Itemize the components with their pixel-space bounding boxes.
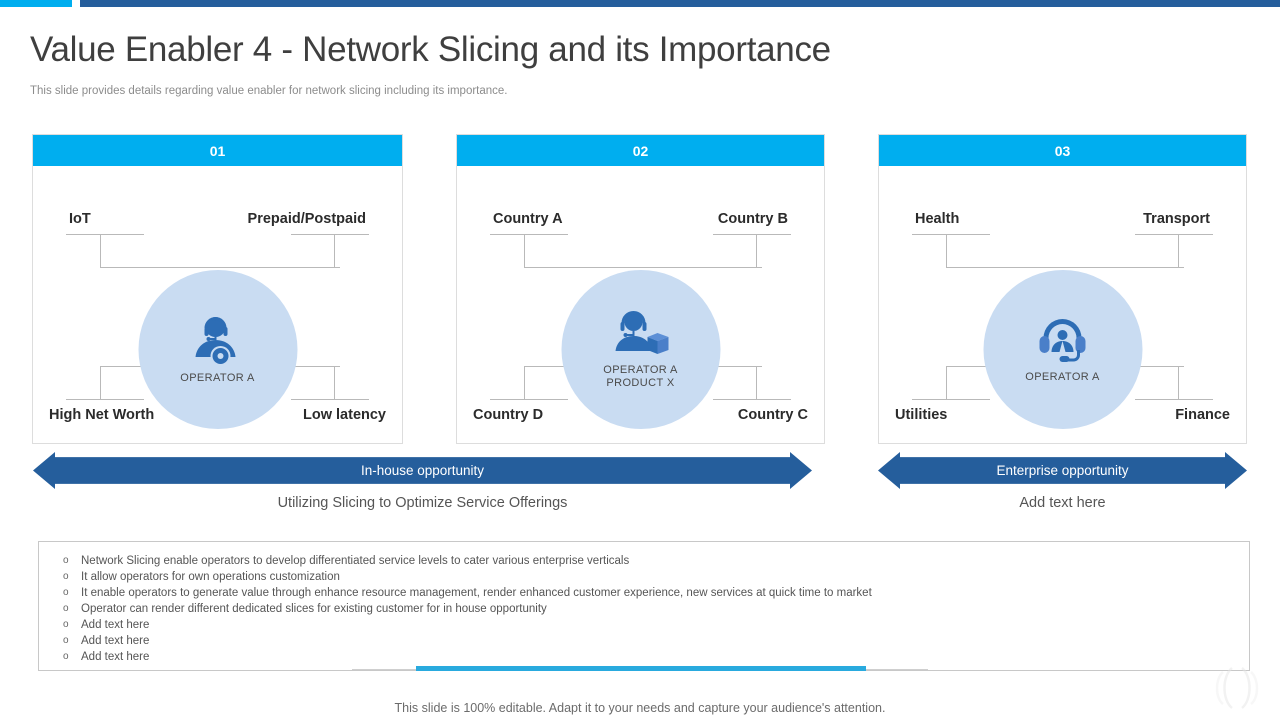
bullet-text: Add text here: [81, 619, 150, 631]
operator-product-icon: [612, 309, 670, 359]
list-item: o Operator can render different dedicate…: [63, 601, 1233, 617]
card-02-center-label-line2: PRODUCT X: [606, 377, 675, 389]
card-02[interactable]: 02 Country A Country B Country D Country…: [456, 134, 825, 444]
connector: [490, 234, 568, 235]
card-01-center-label: OPERATOR A: [180, 371, 255, 384]
card-02-label-bottom-left: Country D: [473, 407, 544, 423]
connector: [1135, 399, 1213, 400]
card-03-number: 03: [879, 135, 1246, 166]
top-accent-blue: [80, 0, 1280, 7]
headset-support-icon: [1035, 316, 1091, 366]
connector: [100, 367, 101, 400]
card-01-body: IoT Prepaid/Postpaid High Net Worth Low …: [33, 166, 402, 444]
connector: [334, 367, 335, 400]
banner-in-house-opportunity[interactable]: In-house opportunity: [33, 452, 812, 489]
list-item: o Network Slicing enable operators to de…: [63, 553, 1233, 569]
connector: [912, 399, 990, 400]
card-02-label-top-left: Country A: [493, 211, 563, 227]
connector: [1178, 367, 1179, 400]
bullet-text: Add text here: [81, 651, 150, 663]
page-subtitle: This slide provides details regarding va…: [30, 85, 508, 97]
connector: [291, 234, 369, 235]
connector: [756, 367, 757, 400]
card-02-center-label-line1: OPERATOR A: [603, 364, 678, 376]
card-02-center-circle: OPERATOR A PRODUCT X: [561, 270, 720, 429]
bullet-text: Network Slicing enable operators to deve…: [81, 555, 630, 567]
card-01-number: 01: [33, 135, 402, 166]
connector: [66, 234, 144, 235]
bullet-list-box: o Network Slicing enable operators to de…: [38, 541, 1250, 671]
connector: [756, 234, 757, 267]
card-01[interactable]: 01 IoT Prepaid/Postpaid High Net Worth L…: [32, 134, 403, 444]
card-03-label-top-left: Health: [915, 211, 960, 227]
connector: [946, 234, 947, 267]
operator-gear-icon: [191, 315, 245, 367]
connector: [1135, 234, 1213, 235]
connector: [1178, 234, 1179, 267]
bullet-marker: o: [63, 587, 69, 598]
banner-enterprise-opportunity[interactable]: Enterprise opportunity: [878, 452, 1247, 489]
card-01-label-bottom-left: High Net Worth: [49, 407, 155, 423]
list-item: o It enable operators to generate value …: [63, 585, 1233, 601]
connector: [524, 234, 525, 267]
connector: [713, 234, 791, 235]
card-03-label-top-right: Transport: [1143, 211, 1210, 227]
connector: [524, 267, 762, 268]
connector: [490, 399, 568, 400]
list-item: o Add text here: [63, 633, 1233, 649]
card-03-center-circle: OPERATOR A: [983, 270, 1142, 429]
banner-in-house-label: In-house opportunity: [360, 463, 485, 478]
card-02-label-top-right: Country B: [717, 211, 788, 227]
bullet-marker: o: [63, 555, 69, 566]
connector: [524, 367, 525, 400]
card-03-label-bottom-left: Utilities: [895, 407, 948, 423]
card-02-number: 02: [457, 135, 824, 166]
card-01-center-circle: OPERATOR A: [138, 270, 297, 429]
card-02-center-label: OPERATOR A PRODUCT X: [603, 364, 678, 390]
bullet-text: It enable operators to generate value th…: [81, 587, 872, 599]
footer-accent-bar: [416, 666, 866, 671]
banner-in-house-caption: Utilizing Slicing to Optimize Service Of…: [277, 495, 568, 511]
card-03-center-label: OPERATOR A: [1025, 370, 1100, 383]
card-02-body: Country A Country B Country D Country C: [457, 166, 824, 444]
bullet-marker: o: [63, 651, 69, 662]
card-03[interactable]: 03 Health Transport Utilities Finance: [878, 134, 1247, 444]
bullet-marker: o: [63, 603, 69, 614]
bullet-marker: o: [63, 571, 69, 582]
connector: [713, 399, 791, 400]
bullet-marker: o: [63, 619, 69, 630]
top-accent-cyan: [0, 0, 72, 7]
card-01-label-bottom-right: Low latency: [303, 407, 386, 423]
bullet-text: Add text here: [81, 635, 150, 647]
connector: [946, 267, 1184, 268]
list-item: o It allow operators for own operations …: [63, 569, 1233, 585]
card-03-label-bottom-right: Finance: [1175, 407, 1230, 423]
banner-enterprise-label: Enterprise opportunity: [996, 463, 1129, 478]
connector: [912, 234, 990, 235]
connector: [334, 234, 335, 267]
list-item: o Add text here: [63, 617, 1233, 633]
bullet-marker: o: [63, 635, 69, 646]
connector: [100, 234, 101, 267]
connector: [946, 367, 947, 400]
footer-note: This slide is 100% editable. Adapt it to…: [394, 701, 886, 715]
brand-watermark-icon: [1208, 662, 1264, 714]
page-title: Value Enabler 4 - Network Slicing and it…: [30, 30, 831, 69]
list-item: o Add text here: [63, 649, 1233, 665]
card-02-label-bottom-right: Country C: [737, 407, 808, 423]
connector: [100, 267, 340, 268]
connector: [291, 399, 369, 400]
connector: [66, 399, 144, 400]
card-01-label-top-left: IoT: [69, 211, 91, 227]
card-01-label-top-right: Prepaid/Postpaid: [247, 211, 366, 227]
card-03-body: Health Transport Utilities Finance: [879, 166, 1246, 444]
banner-enterprise-caption: Add text here: [1019, 495, 1106, 511]
bullet-text: It allow operators for own operations cu…: [81, 571, 340, 583]
bullet-text: Operator can render different dedicated …: [81, 603, 547, 615]
